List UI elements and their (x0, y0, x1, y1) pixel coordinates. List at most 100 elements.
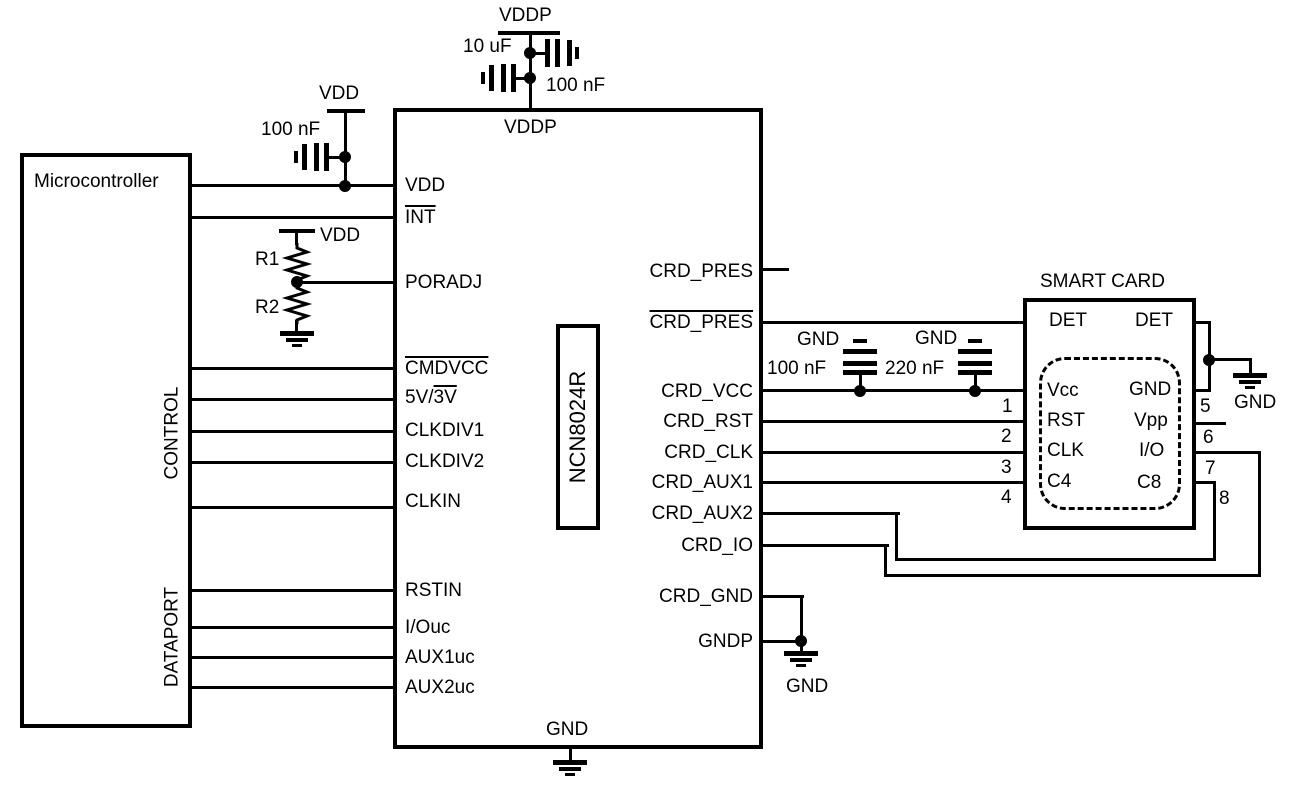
capacitor-icon-vddp100-plate2 (511, 64, 516, 92)
wire-crd-io-v (884, 545, 887, 577)
smart-card-contacts-outline (1039, 357, 1181, 510)
capacitor-icon-vddp100-plate1 (501, 64, 506, 92)
resistor-r2-label: R2 (255, 297, 280, 318)
cap2-stem (974, 374, 977, 391)
pin-clkdiv2: CLKDIV2 (405, 451, 485, 472)
cap-10uf-label: 10 uF (463, 36, 512, 57)
capacitor-icon-220nf (958, 361, 992, 375)
card-contact-rst: RST (1047, 410, 1085, 431)
pin-iouc: I/Ouc (405, 617, 451, 638)
wire-5v3v (190, 398, 395, 401)
card-contact-io: I/O (1139, 440, 1165, 461)
junction-dot (969, 385, 981, 397)
card-pin-5: 5 (1200, 396, 1211, 417)
card-det-right: DET (1135, 310, 1173, 331)
wire-crd-vcc (761, 389, 1025, 392)
ground-icon-chip-bottom (553, 760, 587, 778)
chip-gnd-pin-label: GND (546, 719, 589, 740)
card-pin-4: 4 (1001, 487, 1012, 508)
vddp-rail-label: VDDP (499, 5, 552, 26)
microcontroller-title: Microcontroller (34, 171, 159, 192)
wire-crd-gnd-v (800, 596, 803, 643)
control-bus-label: CONTROL (161, 386, 183, 480)
microcontroller-box (20, 153, 192, 728)
ground-icon-vddp100 (481, 72, 485, 84)
card-pin-1: 1 (1002, 396, 1013, 417)
pin-crd-vcc: CRD_VCC (661, 381, 753, 402)
cap-100nf-value: 100 nF (767, 358, 827, 379)
wire-pin8-v (1213, 482, 1216, 561)
ground-bar-vdd-cap (302, 144, 307, 170)
wire-crd-io-run (885, 574, 1261, 577)
chip-part-number: NCN8024R (565, 370, 590, 484)
cap1-stem (859, 374, 862, 391)
vddp-cap1-lead (528, 52, 546, 55)
ground-icon-cap1 (843, 339, 877, 354)
part-number-box (556, 324, 600, 530)
wire-clkdiv1 (190, 430, 395, 433)
capacitor-icon-vdd-plate2 (324, 143, 329, 171)
vdd-cap-lead (329, 156, 347, 159)
pin-aux2uc: AUX2uc (405, 677, 475, 698)
cap-vdd-100nf-label: 100 nF (261, 119, 321, 140)
card-pin-2: 2 (1001, 426, 1012, 447)
card-contact-clk: CLK (1047, 440, 1084, 461)
vdd-rail-label: VDD (319, 83, 360, 104)
pin-cmdvcc: CMDVCC (405, 358, 489, 379)
pin-int: INT (405, 207, 436, 228)
capacitor-icon-100nf (843, 361, 877, 375)
dataport-bus-label: DATAPORT (161, 586, 183, 688)
wire-vdd (190, 184, 395, 187)
card-contact-vpp: Vpp (1134, 410, 1168, 431)
wire-gnd-branch (1208, 358, 1252, 361)
wire-int (190, 216, 395, 219)
card-contact-c4: C4 (1047, 471, 1072, 492)
vdd-divider-stem (295, 229, 298, 245)
capacitor-icon-10uf-plate1 (545, 39, 550, 67)
wire-rstin (190, 589, 395, 592)
ground-icon-cap2 (958, 339, 992, 354)
wire-crd-aux2 (761, 512, 900, 515)
junction-dot (339, 180, 351, 192)
pin-crd-aux2: CRD_AUX2 (651, 503, 753, 524)
pin-vdd: VDD (405, 175, 446, 196)
wire-pin7-stub (1194, 451, 1261, 454)
junction-dot (854, 385, 866, 397)
junction-dot (1203, 354, 1215, 366)
wire-aux2uc (190, 686, 395, 689)
wire-aux1uc (190, 656, 395, 659)
wire-crd-io (761, 544, 889, 547)
vdd-stem (344, 112, 347, 186)
wire-pin5-stub (1194, 389, 1211, 392)
pin-rstin: RSTIN (405, 580, 462, 601)
junction-dot (524, 72, 536, 84)
card-pin-8: 8 (1219, 488, 1230, 509)
r2-gnd-stem (295, 320, 298, 333)
chip-vddp-pin-label: VDDP (504, 117, 557, 138)
wire-det-right (1194, 321, 1211, 324)
card-pin-3: 3 (1001, 457, 1012, 478)
cap-220nf-value: 220 nF (885, 358, 945, 379)
card-det-left: DET (1049, 310, 1087, 331)
card-contact-c8: C8 (1137, 472, 1162, 493)
card-contact-vcc: Vcc (1047, 380, 1079, 401)
pin-aux1uc: AUX1uc (405, 647, 475, 668)
ground-icon-10uf (575, 47, 579, 59)
cap-vddp-100nf-label: 100 nF (546, 75, 606, 96)
pin-crd-io: CRD_IO (681, 535, 753, 556)
pin-crd-aux1: CRD_AUX1 (651, 472, 753, 493)
wire-cmdvcc (190, 367, 395, 370)
ground-bar-10uf (567, 40, 572, 66)
pin-crd-gnd: CRD_GND (659, 586, 753, 607)
wire-crd-pres-stub (761, 268, 789, 271)
resistor-r1-label: R1 (255, 249, 280, 270)
wire-crd-aux1 (761, 481, 1025, 484)
card-pin-7: 7 (1205, 458, 1216, 479)
smart-card-title: SMART CARD (1040, 271, 1165, 292)
pin-clkin: CLKIN (405, 491, 461, 512)
ground-icon-divider (280, 331, 314, 349)
wire-crd-aux2-v (895, 513, 898, 561)
card-gnd-stem (1249, 359, 1252, 374)
wire-crd-aux2-run (896, 558, 1216, 561)
wire-pin8-stub (1194, 481, 1216, 484)
